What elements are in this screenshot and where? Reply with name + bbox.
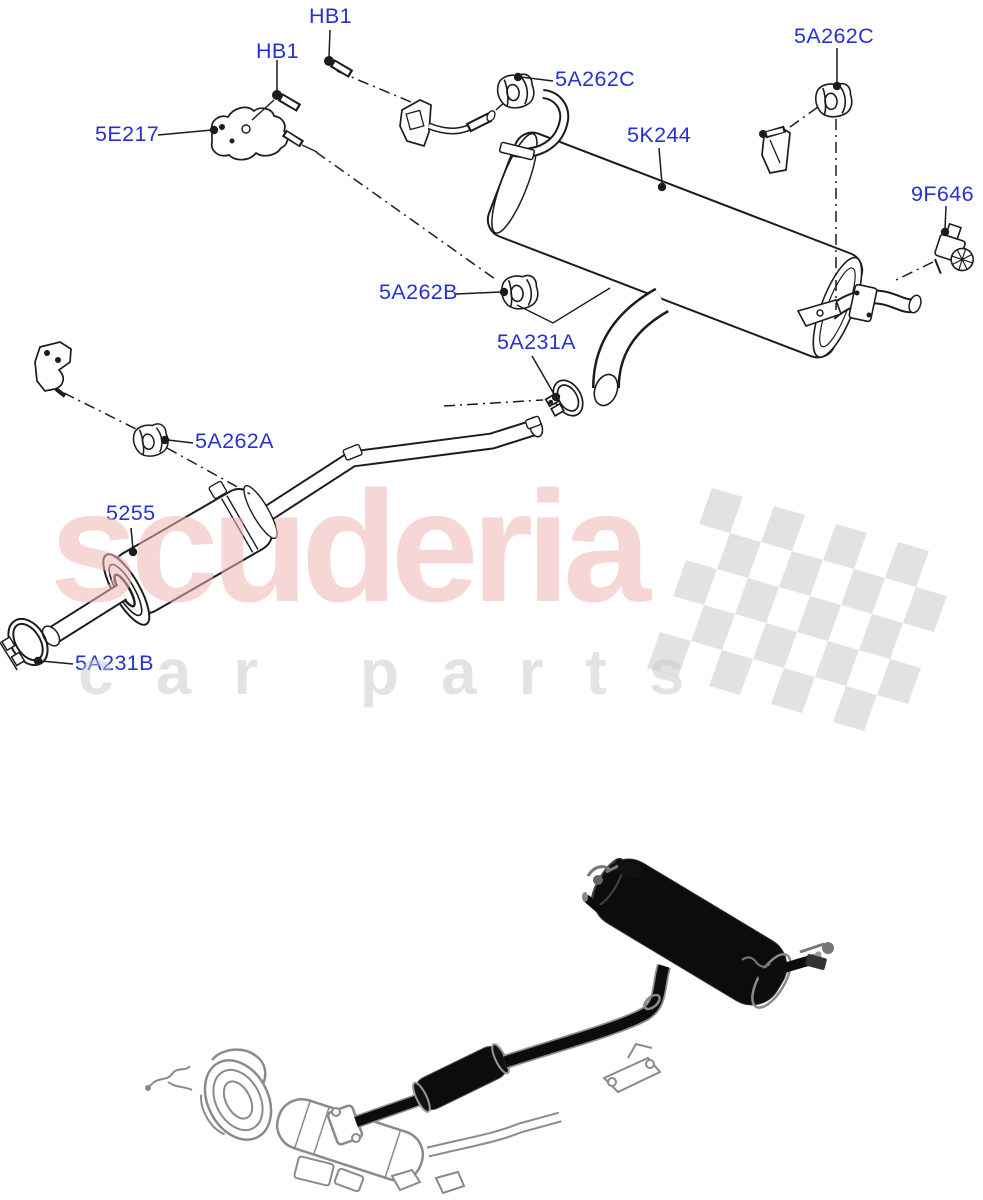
exploded-tailpipe bbox=[796, 283, 922, 327]
watermark-tagline-text: car parts bbox=[78, 636, 727, 708]
part-label-5e217[interactable]: 5E217 bbox=[95, 122, 160, 146]
exploded-muffler-inlet-pipe bbox=[592, 287, 670, 407]
part-label-5k244[interactable]: 5K244 bbox=[627, 123, 692, 147]
mount-link-line bbox=[516, 287, 611, 324]
assembled-exhaust-thumbnail bbox=[145, 857, 834, 1195]
assembled-rear-section bbox=[353, 857, 834, 1129]
explosion-axes bbox=[63, 70, 934, 495]
part-label-5a231b[interactable]: 5A231B bbox=[75, 651, 154, 675]
part-label-hb1-a[interactable]: HB1 bbox=[309, 4, 353, 28]
part-label-9f646[interactable]: 9F646 bbox=[911, 182, 974, 206]
exploded-mid-pipe bbox=[262, 415, 544, 522]
exploded-muffler-hanger-hook bbox=[498, 89, 570, 161]
exploded-bracket-left bbox=[34, 341, 72, 398]
exploded-clamp-5A231A bbox=[544, 379, 584, 417]
leader-dots bbox=[33, 56, 950, 666]
exploded-hanger-rod-bracket bbox=[399, 99, 496, 148]
part-label-5a231a[interactable]: 5A231A bbox=[497, 330, 576, 354]
exploded-bracket-right bbox=[759, 125, 791, 174]
assembled-subframe-bracket bbox=[602, 1042, 662, 1094]
exploded-view-drawing bbox=[0, 29, 974, 671]
part-label-hb1-b[interactable]: HB1 bbox=[256, 39, 300, 63]
watermark-brand-text: scuderia bbox=[50, 459, 651, 635]
part-label-5a262c-2[interactable]: 5A262C bbox=[794, 24, 875, 48]
part-label-5a262b[interactable]: 5A262B bbox=[379, 280, 458, 304]
part-label-5a262c-1[interactable]: 5A262C bbox=[555, 67, 636, 91]
assembled-front-section bbox=[145, 1042, 662, 1195]
flag-checker-cells bbox=[647, 488, 947, 731]
bolt-to-bracket-line bbox=[251, 99, 275, 121]
part-label-5255[interactable]: 5255 bbox=[106, 501, 156, 525]
exploded-centre-muffler-5255 bbox=[41, 480, 278, 647]
assembled-rear-hangers bbox=[586, 858, 834, 970]
checkered-flag-watermark bbox=[647, 488, 947, 731]
part-label-5a262a[interactable]: 5A262A bbox=[195, 429, 274, 453]
leader-lines bbox=[40, 29, 947, 665]
exploded-bracket-5E217 bbox=[210, 106, 318, 161]
exploded-valve-9F646 bbox=[934, 222, 974, 274]
exploded-clamp-5A231B bbox=[0, 617, 49, 671]
